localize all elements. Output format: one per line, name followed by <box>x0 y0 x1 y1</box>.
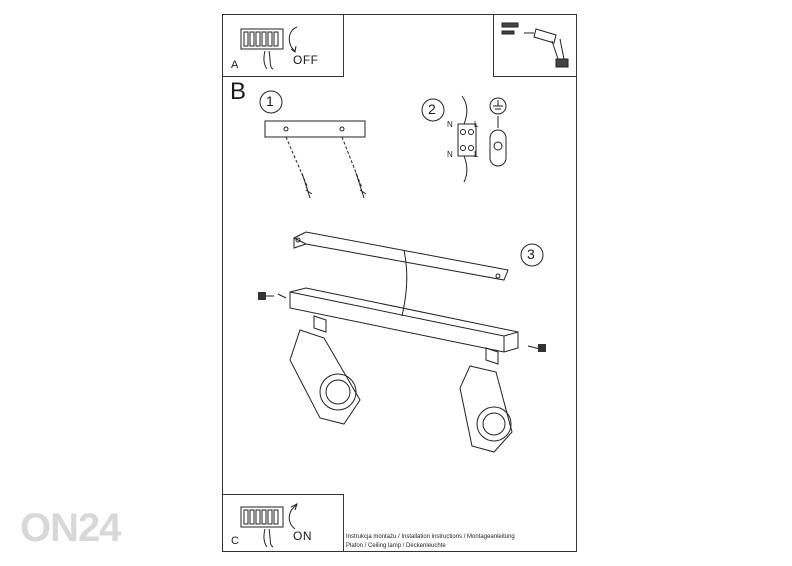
step-3-number: 3 <box>527 246 535 262</box>
wire-n-bottom-label: N <box>447 150 453 159</box>
tools-panel <box>493 14 577 77</box>
section-a-panel: A OFF <box>222 14 344 77</box>
section-c-panel: C ON <box>222 494 344 552</box>
step-1-number: 1 <box>266 93 274 109</box>
footer-product-type: Plafon / Ceiling lamp / Deckenleuchte <box>346 543 446 549</box>
step-3-circle-icon <box>520 243 544 267</box>
watermark-logo: ON24 <box>20 506 121 550</box>
step-1-circle-icon <box>259 90 283 114</box>
drill-and-screws-icon <box>501 22 569 68</box>
step-2-number: 2 <box>428 101 436 117</box>
instruction-sheet <box>222 14 577 552</box>
terminal-block-wiring-drawing <box>457 95 507 183</box>
section-b-letter: B <box>230 78 247 105</box>
wire-l-top-label: L <box>474 120 479 129</box>
fuse-switch-off-icon <box>240 26 298 70</box>
section-c-letter: C <box>231 535 239 547</box>
wire-l-bottom-label: L <box>474 150 479 159</box>
step-2-circle-icon <box>421 98 445 122</box>
wire-n-top-label: N <box>447 120 453 129</box>
mounting-plate-drill-drawing <box>264 120 367 199</box>
section-a-letter: A <box>231 59 239 71</box>
on-label: ON <box>293 529 312 543</box>
footer-instructions: Instrukcja montażu / Installation instru… <box>346 534 515 540</box>
fuse-switch-on-icon <box>240 503 298 548</box>
ceiling-lamp-assembly-drawing <box>258 231 546 453</box>
off-label: OFF <box>293 53 319 67</box>
